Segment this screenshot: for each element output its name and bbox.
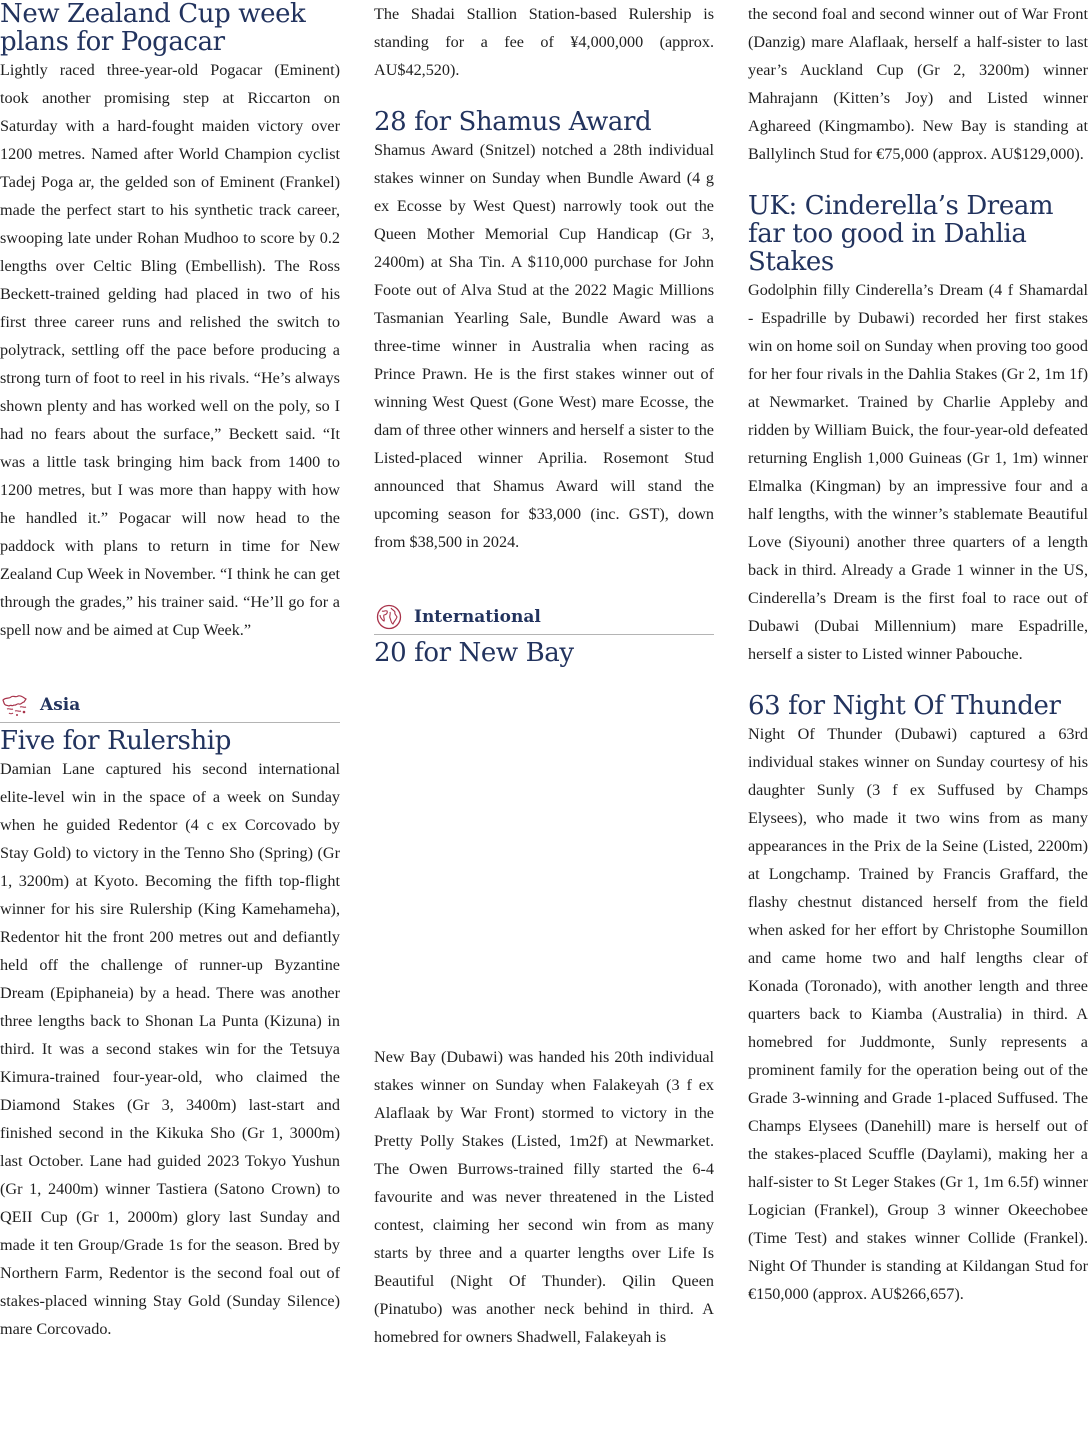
- article-body-night-of-thunder: Night Of Thunder (Dubawi) captured a 63r…: [748, 725, 1088, 1303]
- headline-rulership: Five for Rulership: [0, 726, 231, 756]
- image-placeholder: [374, 667, 714, 1043]
- article-body-new-bay-continued: the second foal and second winner out of…: [748, 5, 1088, 163]
- column-right: the second foal and second winner out of…: [748, 0, 1088, 1308]
- headline-cinderellas-dream: UK: Cinderella’s Dream far too good in D…: [748, 191, 1054, 277]
- column-left: New Zealand Cup week plans for Pogacar L…: [0, 0, 340, 1343]
- column-middle: The Shadai Stallion Station-based Rulers…: [374, 0, 714, 1351]
- article-body-cinderellas-dream: Godolphin filly Cinderella’s Dream (4 f …: [748, 281, 1088, 663]
- headline-pogacar: New Zealand Cup week plans for Pogacar: [0, 0, 306, 57]
- section-label-asia: Asia: [40, 695, 81, 715]
- headline-shamus-award: 28 for Shamus Award: [374, 107, 652, 137]
- article-body-shamus-award: Shamus Award (Snitzel) notched a 28th in…: [374, 141, 714, 551]
- section-label-international: International: [414, 607, 541, 627]
- section-header-asia: Asia: [0, 688, 340, 723]
- headline-new-bay: 20 for New Bay: [374, 638, 574, 668]
- headline-night-of-thunder: 63 for Night Of Thunder: [748, 691, 1061, 721]
- article-body-pogacar: Lightly raced three-year-old Pogacar (Em…: [0, 61, 340, 639]
- article-body-rulership: Damian Lane captured his second internat…: [0, 760, 340, 1338]
- asia-map-icon: [2, 695, 27, 716]
- globe-icon: [376, 604, 402, 630]
- article-body-new-bay: New Bay (Dubawi) was handed his 20th ind…: [374, 1048, 714, 1346]
- section-header-international: International: [374, 600, 714, 635]
- article-body-rulership-continued: The Shadai Stallion Station-based Rulers…: [374, 5, 714, 79]
